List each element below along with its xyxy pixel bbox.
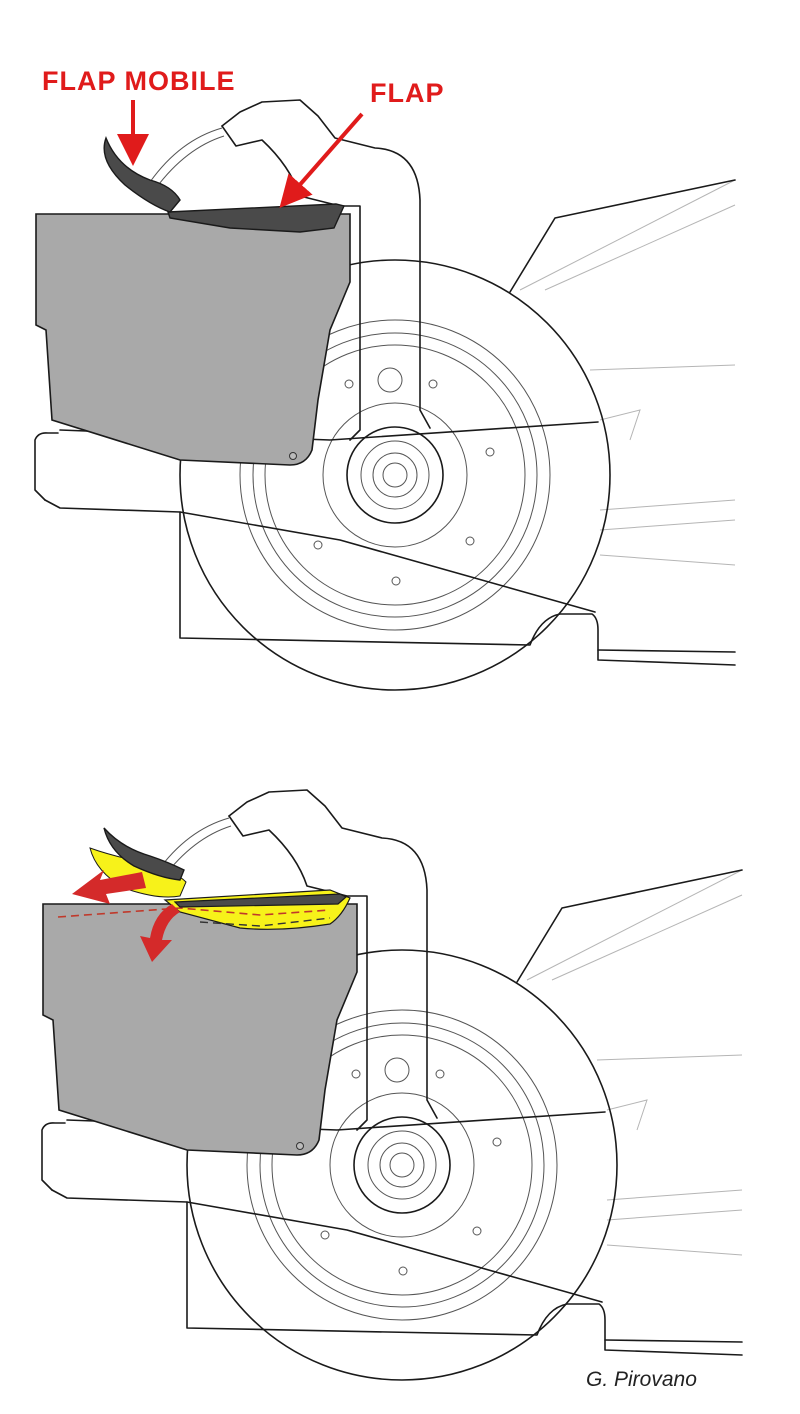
flow-arrow-1: [72, 870, 146, 904]
author-credit: G. Pirovano: [586, 1368, 697, 1391]
flap-mobile-label: FLAP MOBILE: [42, 66, 236, 96]
airflow-dashed-line-2: [199, 917, 331, 927]
upper-diagram: [34, 99, 736, 691]
flap-arrow: [279, 112, 364, 209]
lower-diagram: [41, 789, 743, 1381]
movable-flap-lower: [103, 827, 185, 881]
movable-flap: [103, 136, 181, 213]
flow-arrow-2: [140, 904, 180, 962]
airflow-dashed-line-1: [57, 907, 331, 918]
main-flap: [167, 203, 345, 233]
main-flap-lower: [173, 893, 348, 908]
flap-label: FLAP: [370, 78, 445, 108]
